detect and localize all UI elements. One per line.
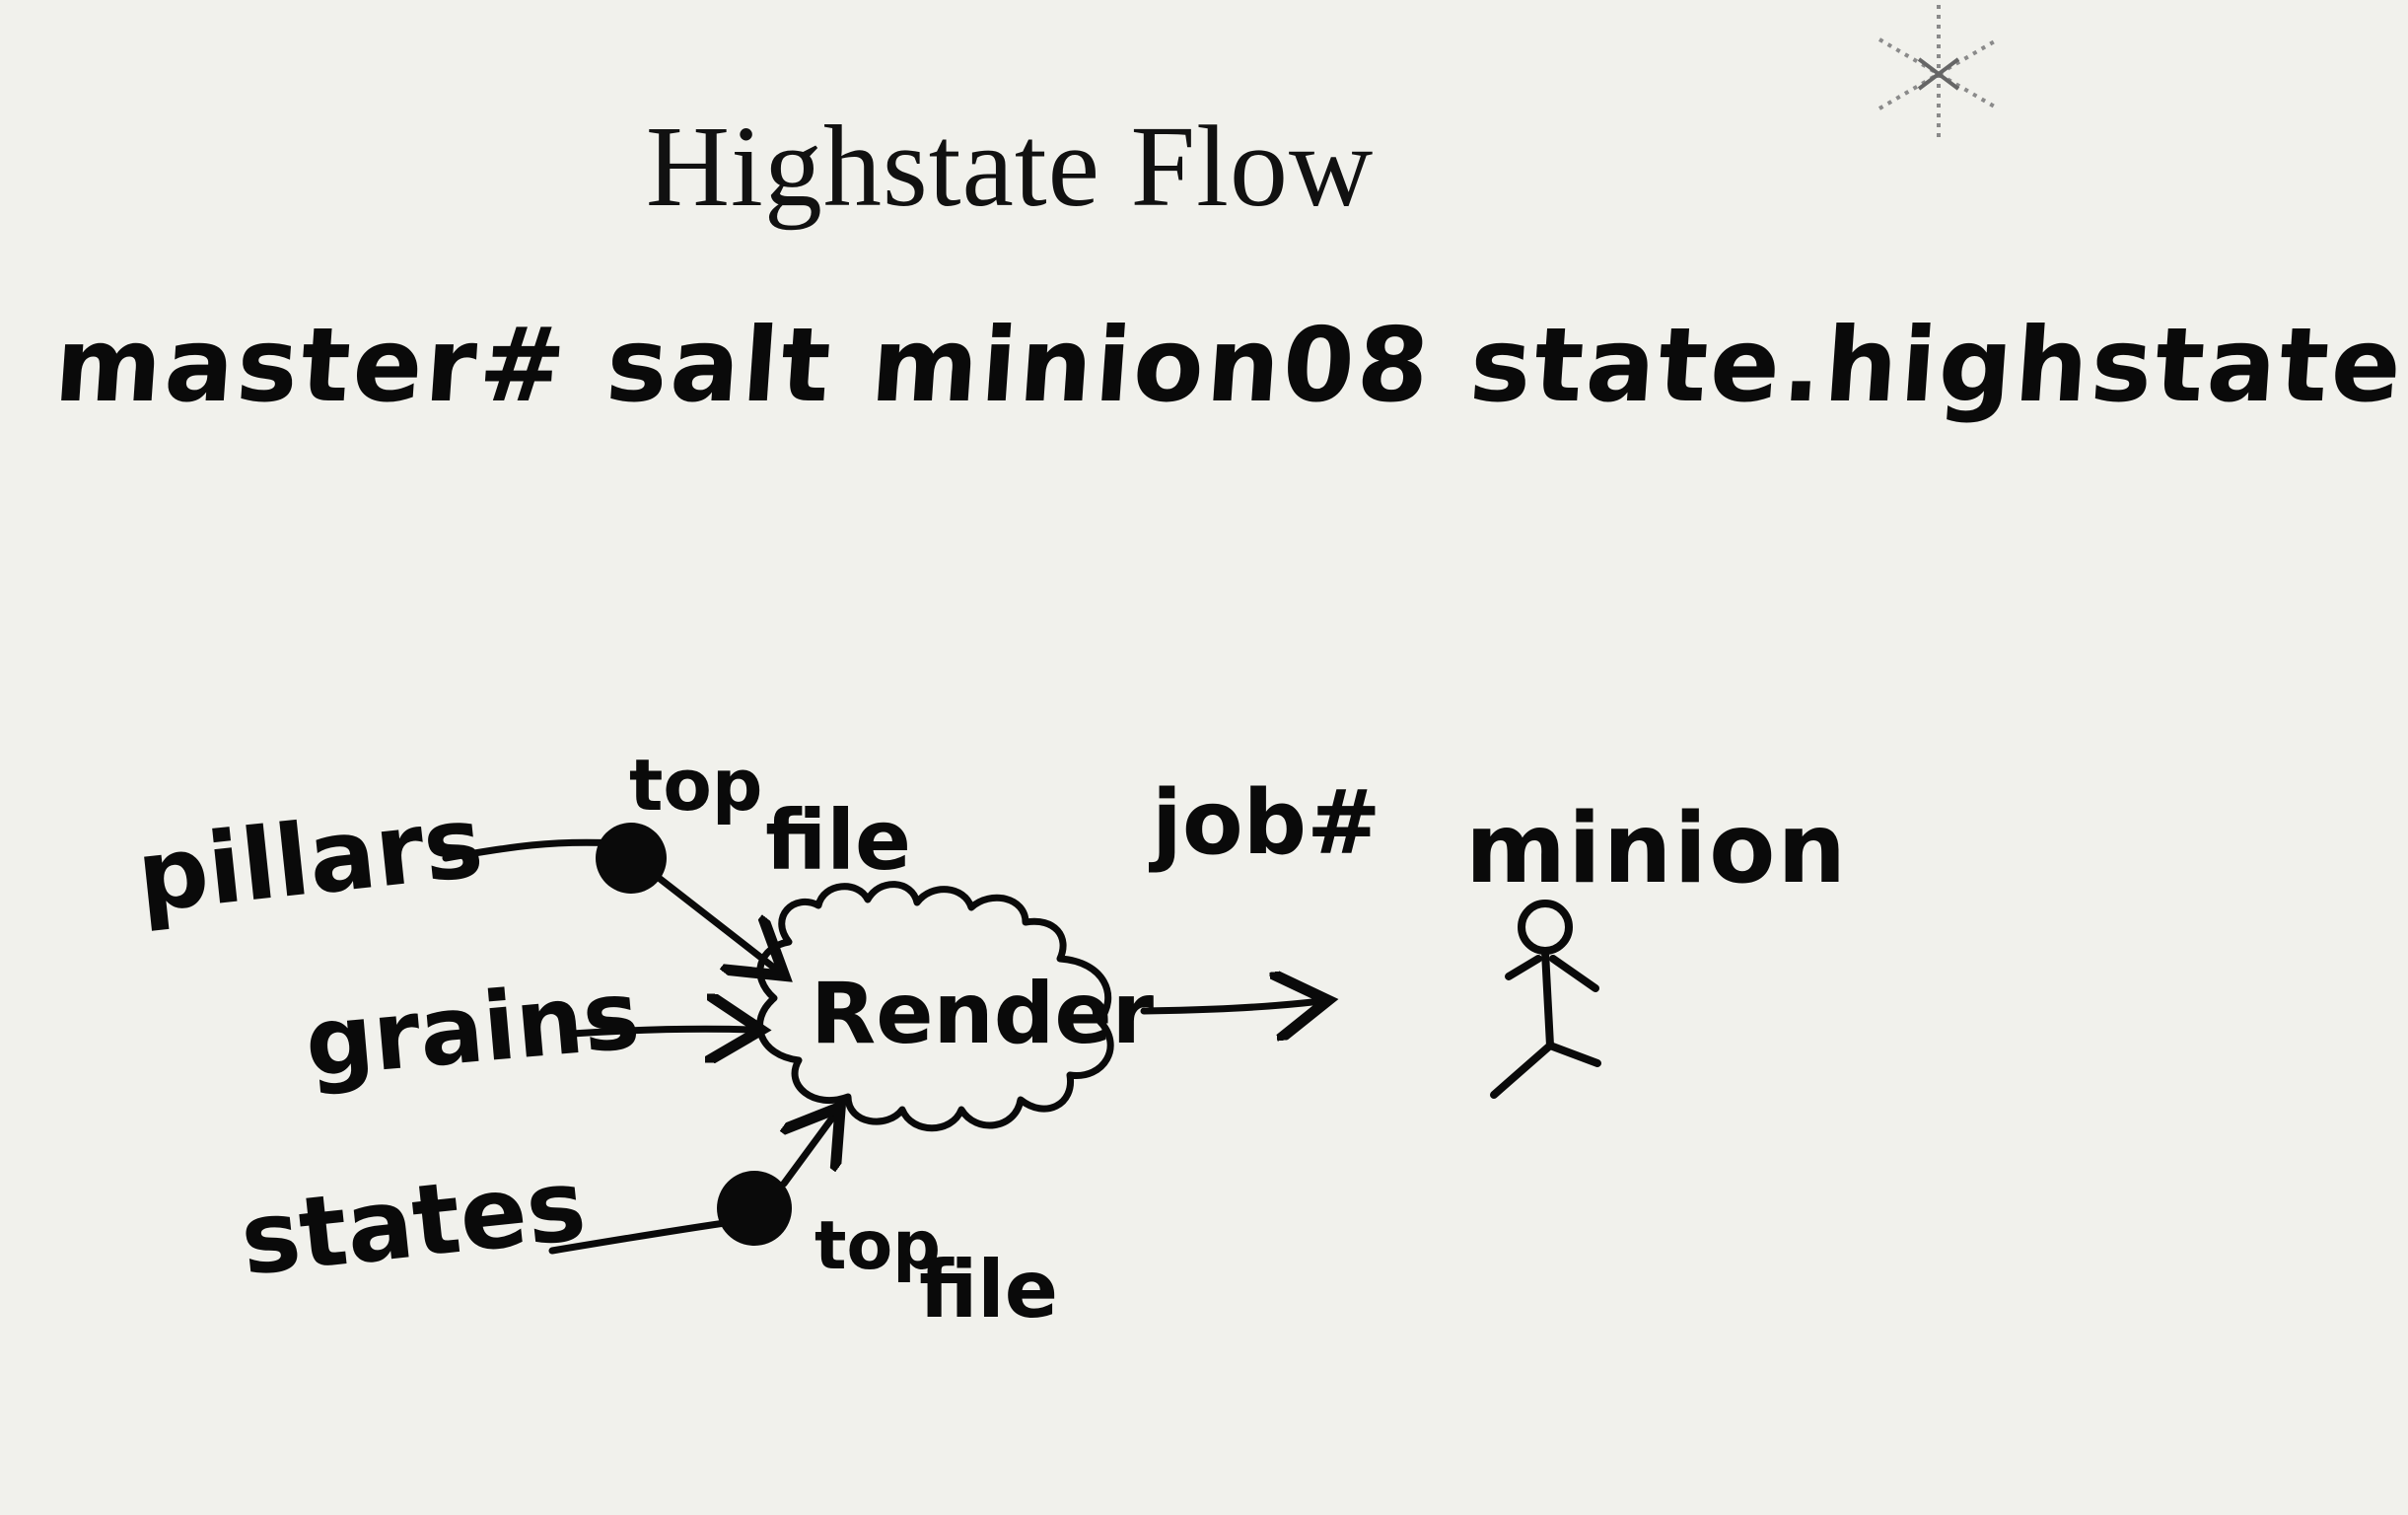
states-connector: [548, 1219, 729, 1255]
topfile-to-render-arrow: [655, 874, 779, 972]
top-file-label-file-lower: file: [919, 1244, 1058, 1335]
grains-to-render-arrow: [568, 1029, 754, 1034]
slide: Highstate Flow master# salt minion08 sta…: [50, 5, 2408, 1335]
top-file-label-top-lower: top: [814, 1207, 941, 1285]
minion-label: minion: [1465, 793, 1849, 905]
render-to-minion-arrow: [1140, 1001, 1321, 1011]
cloud-icon: [756, 881, 1114, 1132]
top-file-node-lower: [717, 1171, 792, 1246]
highstate-diagram: [442, 5, 2000, 1255]
stick-figure-icon: [1490, 900, 1601, 1099]
grains-label: grains: [301, 959, 644, 1099]
top-file-label-top-upper: top: [629, 744, 763, 827]
render-label: Render: [811, 965, 1155, 1063]
slide-title: Highstate Flow: [645, 102, 1375, 231]
top-file-node-upper: [596, 823, 667, 894]
top-file-label-file-upper: file: [765, 792, 912, 889]
pillars-connector: [442, 838, 620, 862]
job-label: job#: [1152, 771, 1381, 875]
lower-topfile-to-render-arrow: [784, 1113, 836, 1188]
asterisk-icon: [1877, 5, 2000, 138]
